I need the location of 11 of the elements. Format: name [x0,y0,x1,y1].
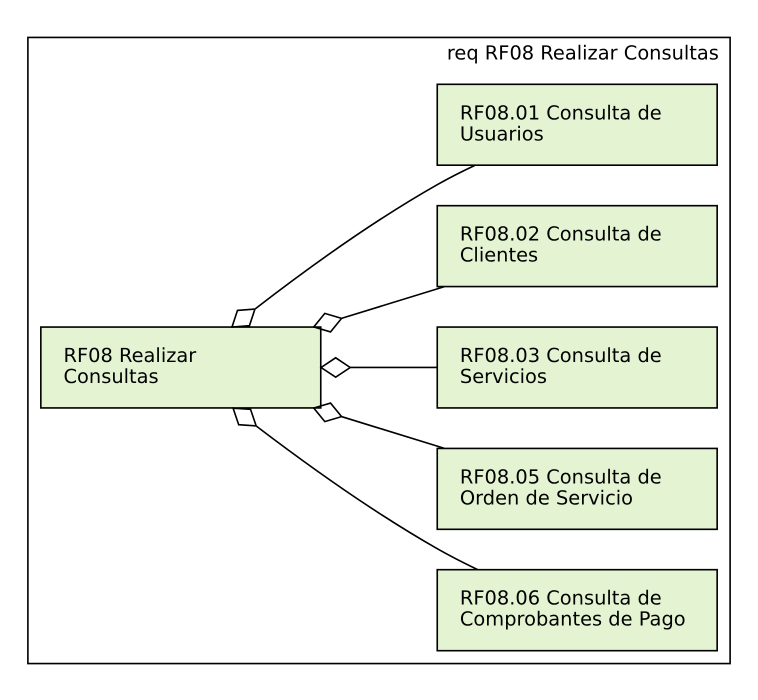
node-box: RF08.06 Consulta de Comprobantes de Pago [436,568,718,651]
connector [232,406,478,570]
connector [230,164,475,328]
connector [312,402,444,449]
connector [320,356,437,378]
node-box: RF08 Realizar Consultas [40,326,322,408]
node-box: RF08.03 Consulta de Servicios [436,326,718,408]
connector [312,285,444,332]
node-box: RF08.05 Consulta de Orden de Servicio [436,447,718,530]
node-box: RF08.01 Consulta de Usuarios [436,83,718,166]
node-box: RF08.02 Consulta de Clientes [436,204,718,287]
